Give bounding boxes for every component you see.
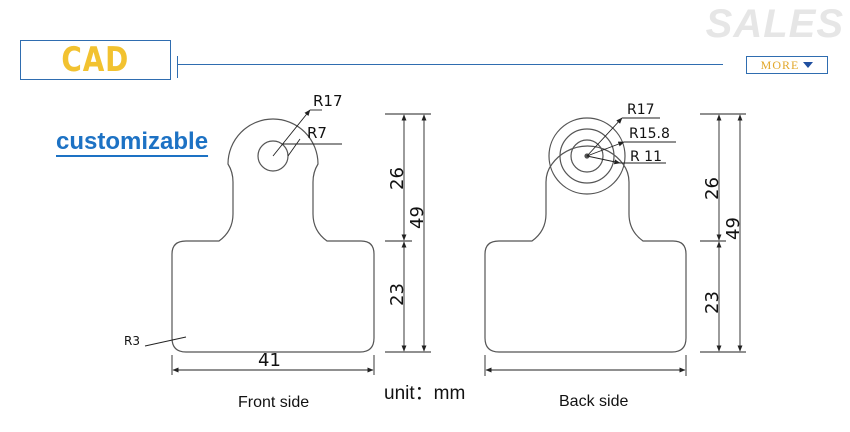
back-upper-height-label: 26 [702,177,723,200]
back-ring-inner [570,139,604,173]
front-tag-outline [171,118,375,353]
front-upper-height-label: 26 [387,167,408,190]
back-dim-labels: R17 R15.8 R 11 26 49 23 [627,102,744,314]
front-r7-leader [287,138,301,157]
front-total-height-label: 49 [407,206,428,229]
more-button-label: MORE [760,57,800,72]
front-side-caption: Front side [238,394,310,411]
front-r17-label: R17 [313,92,343,110]
front-lower-height-label: 23 [387,283,408,306]
customizable-label: customizable [56,128,209,155]
back-r17-leader [586,117,623,157]
front-r17-leader [272,109,311,157]
back-r11-leader [586,155,621,165]
section-title: CAD [61,40,130,80]
front-tag [171,118,375,353]
back-ring-mid [559,128,615,184]
back-tag [484,117,687,353]
back-ring-outer [548,117,626,195]
back-tag-outline [484,145,687,353]
back-side-caption: Back side [559,393,629,410]
header-divider-left [177,56,178,78]
front-r3-label: R3 [124,334,140,348]
header-divider [177,64,723,65]
front-width-label: 41 [258,350,281,371]
front-r3-leader [144,336,187,347]
back-lower-height-label: 23 [702,291,723,314]
back-r11-label: R 11 [630,149,662,165]
back-r158-label: R15.8 [629,126,670,142]
front-r7-label: R7 [307,124,327,142]
unit-label: unit：mm [384,383,466,404]
front-dim-labels: R17 R7 R3 41 26 49 23 [124,92,428,371]
sales-watermark: SALES [705,2,844,46]
back-r17-label: R17 [627,102,655,118]
front-dimensions [144,109,431,375]
section-title-box: CAD [20,40,171,80]
back-dimensions [484,113,746,376]
caret-down-icon [803,62,814,68]
back-r158-leader [586,141,625,157]
back-total-height-label: 49 [723,217,744,240]
more-button[interactable]: MORE [746,56,828,74]
